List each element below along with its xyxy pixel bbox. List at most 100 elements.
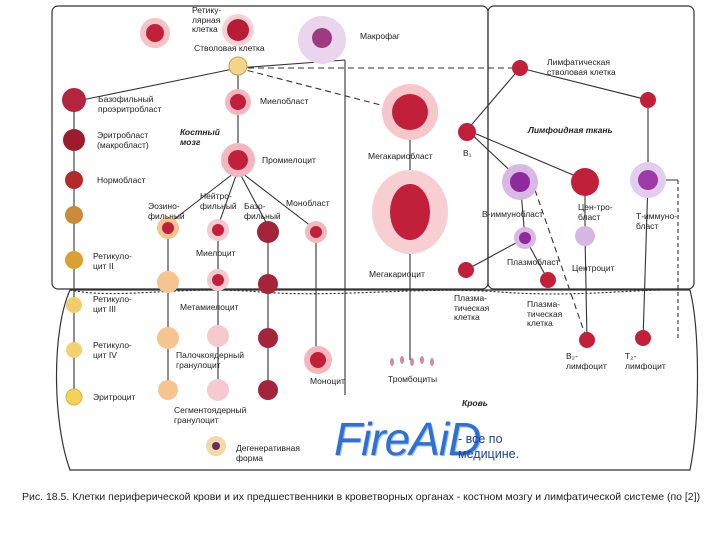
stem-to-basophilic: [81, 67, 239, 101]
cells: [62, 14, 666, 456]
label-thrombocytes: Тромбоциты: [388, 374, 438, 384]
reticulocyte-2: [65, 251, 83, 269]
plasmoblast-to-plasma1: [465, 237, 526, 271]
megakaryoblast-nucleus: [392, 94, 428, 130]
label-blood: Кровь: [462, 398, 488, 408]
reticulocyte-3: [66, 297, 82, 313]
label-monoblast: Монобласт: [286, 198, 330, 208]
b-immunoblast-n: [510, 172, 530, 192]
eos-meta: [157, 271, 179, 293]
label-reticulocyte2: Ретикуло- цит II: [93, 251, 132, 271]
t-to-t2: [642, 179, 649, 341]
basophilic-proerythroblast: [62, 88, 86, 112]
label-reticular-cell: Ретику- лярная клетка: [192, 5, 222, 34]
watermark-brand: FireAiD: [334, 413, 481, 465]
centroblast-cell: [571, 168, 599, 196]
label-eosinophilic: Эозино- фильный: [148, 201, 185, 221]
macrophage-nucleus: [312, 28, 332, 48]
degenerative-dots: [212, 442, 220, 450]
monoblast-n: [310, 226, 322, 238]
bas-band: [258, 328, 278, 348]
label-reticulocyte4: Ретикуло- цит IV: [93, 340, 132, 360]
b2-lymphocyte-cell: [579, 332, 595, 348]
label-t2-lymphocyte: T₂- лимфоцит: [625, 351, 666, 371]
neu-myelocyte-n: [212, 224, 224, 236]
erythroblast: [63, 129, 85, 151]
t-immunoblast-n: [638, 170, 658, 190]
label-plasmoblast: Плазмобласт: [507, 257, 560, 267]
label-neutrophilic: Нейтро- фильный: [200, 191, 237, 211]
label-macrophage: Макрофаг: [360, 31, 400, 41]
lymph-stem-to-b1: [466, 67, 521, 131]
thrombocytes-dots: [390, 356, 434, 366]
label-erythroblast: Эритробласт (макробласт): [97, 130, 149, 150]
bas-myelocyte: [257, 221, 279, 243]
label-myelocyte: Миелоцит: [196, 248, 236, 258]
label-segmented-granulocyte: Сегментоядерный гранулоцит: [174, 405, 247, 425]
neu-seg: [207, 379, 229, 401]
neu-band: [207, 325, 229, 347]
plasma-cell-1: [458, 262, 474, 278]
label-normoblast: Нормобласт: [97, 175, 146, 185]
label-bone-marrow: Костный мозг: [180, 127, 220, 147]
label-promyelocyte: Промиелоцит: [262, 155, 316, 165]
promyelocyte-branches-n: [217, 169, 239, 227]
label-plasma-cell2: Плазма- тическая клетка: [527, 299, 563, 328]
watermark-tagline: - все по медицине.: [458, 432, 520, 461]
stem-cell-nucleus: [227, 19, 249, 41]
label-plasma-cell1: Плазма- тическая клетка: [454, 293, 490, 322]
label-stem-cell: Стволовая клетка: [194, 43, 265, 53]
normoblast: [65, 171, 83, 189]
bas-meta: [258, 274, 278, 294]
label-myeloblast: Миелобласт: [260, 96, 309, 106]
label-b-immunoblast: B-иммунобласт: [482, 209, 544, 219]
blood-frame: [55, 289, 699, 471]
promyelocyte-branches-m: [237, 169, 317, 231]
neu-meta-n: [212, 274, 224, 286]
label-b2-lymphocyte: B₂- лимфоцит: [566, 351, 607, 371]
stem-cell-small: [228, 56, 248, 76]
stem-to-megakaryoblast: [237, 67, 401, 111]
label-megakaryocyte: Мегакариоцит: [369, 269, 425, 279]
label-degenerative-form: Дегенеративная форма: [236, 443, 300, 463]
label-reticulocyte3: Ретикуло- цит III: [93, 294, 132, 314]
label-basophilic: Базо- фильный: [244, 201, 281, 221]
lymphoid-frame: [487, 5, 695, 290]
label-band-granulocyte: Палочкоядерный гранулоцит: [176, 350, 244, 370]
reticulocyte-4: [66, 342, 82, 358]
label-centrocyte: Центроцит: [572, 263, 615, 273]
monocyte-n: [310, 352, 326, 368]
eos-band: [157, 327, 179, 349]
label-centroblast: Цен-тро- бласт: [578, 202, 613, 222]
reticular-cell-nucleus: [146, 24, 164, 42]
erythrocyte: [65, 388, 83, 406]
blood-vessel-wave: [69, 289, 691, 295]
b1-cell: [458, 123, 476, 141]
t2-lymphocyte-cell: [635, 330, 651, 346]
t-small: [640, 92, 656, 108]
b1-to-centroblast: [466, 129, 586, 181]
centrocyte-cell: [575, 226, 595, 246]
label-megakaryoblast: Мегакариобласт: [368, 151, 433, 161]
lymph-stem-to-t: [519, 67, 649, 101]
promyelocyte-nucleus: [228, 150, 248, 170]
label-b1: B₁: [463, 148, 472, 158]
megakaryocyte-nucleus: [390, 184, 430, 240]
bas-seg: [258, 380, 278, 400]
eos-myelocyte-n: [162, 222, 174, 234]
label-lymph-stem: Лимфатическая стволовая клетка: [547, 57, 616, 77]
label-lymphoid-tissue: Лимфоидная ткань: [528, 125, 613, 135]
label-metamyelocyte: Метамиелоцит: [180, 302, 239, 312]
label-erythrocyte: Эритроцит: [93, 392, 136, 402]
label-basophilic-proerythroblast: Базофильный проэритробласт: [98, 94, 162, 114]
promyelocyte-branches-e: [167, 169, 239, 225]
promyelocyte-branches-b: [237, 169, 269, 227]
centrocyte-to-b2: [584, 234, 588, 341]
bimmuno-to-b2: [534, 189, 588, 341]
lymph-stem-cell: [512, 60, 528, 76]
myeloblast-nucleus: [230, 94, 246, 110]
plasmoblast-n: [519, 232, 531, 244]
normoblast2: [65, 206, 83, 224]
